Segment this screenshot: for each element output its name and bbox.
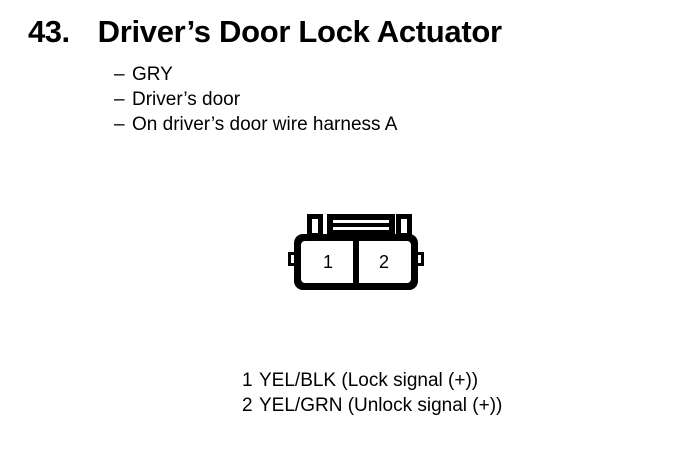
connector-side-tab-right-icon	[417, 252, 424, 266]
connector-body	[294, 234, 418, 290]
connector-cavity-divider	[353, 241, 359, 283]
pin-legend-row: 1 YEL/BLK (Lock signal (+))	[242, 368, 502, 393]
spec-list-item-label: Driver’s door	[132, 89, 241, 110]
pin-legend-row: 2 YEL/GRN (Unlock signal (+))	[242, 393, 502, 418]
pin-legend-number: 2	[242, 395, 253, 416]
connector-latch-slot-upper	[333, 220, 389, 223]
pin-legend: 1 YEL/BLK (Lock signal (+)) 2 YEL/GRN (U…	[242, 368, 502, 418]
pin-legend-description: YEL/BLK (Lock signal (+))	[259, 370, 479, 391]
dash-bullet-icon: –	[114, 89, 125, 110]
dash-bullet-icon: –	[114, 64, 125, 85]
connector-side-tab-left-icon	[288, 252, 295, 266]
pin-legend-description: YEL/GRN (Unlock signal (+))	[259, 395, 503, 416]
spec-list-item: – GRY	[114, 62, 397, 87]
connector-latch-post-right-icon	[396, 214, 412, 237]
spec-list-item: – On driver’s door wire harness A	[114, 112, 397, 137]
connector-diagram: 1 2	[288, 212, 424, 292]
spec-list-item-label: On driver’s door wire harness A	[132, 114, 398, 135]
dash-bullet-icon: –	[114, 114, 125, 135]
pin-legend-number: 1	[242, 370, 253, 391]
connector-latch-post-left-icon	[307, 214, 323, 237]
connector-pin-1-number: 1	[322, 252, 333, 272]
page-title: Driver’s Door Lock Actuator	[97, 14, 502, 49]
item-number: 43.	[28, 14, 70, 49]
connector-latch-center-icon	[327, 214, 395, 234]
connector-latch-slot-lower	[333, 227, 389, 230]
spec-list-item: – Driver’s door	[114, 87, 397, 112]
connector-pin-2-number: 2	[378, 252, 389, 272]
spec-list-item-label: GRY	[132, 64, 173, 85]
spec-list: – GRY – Driver’s door – On driver’s door…	[114, 62, 397, 137]
page-header: 43. Driver’s Door Lock Actuator	[28, 14, 502, 50]
